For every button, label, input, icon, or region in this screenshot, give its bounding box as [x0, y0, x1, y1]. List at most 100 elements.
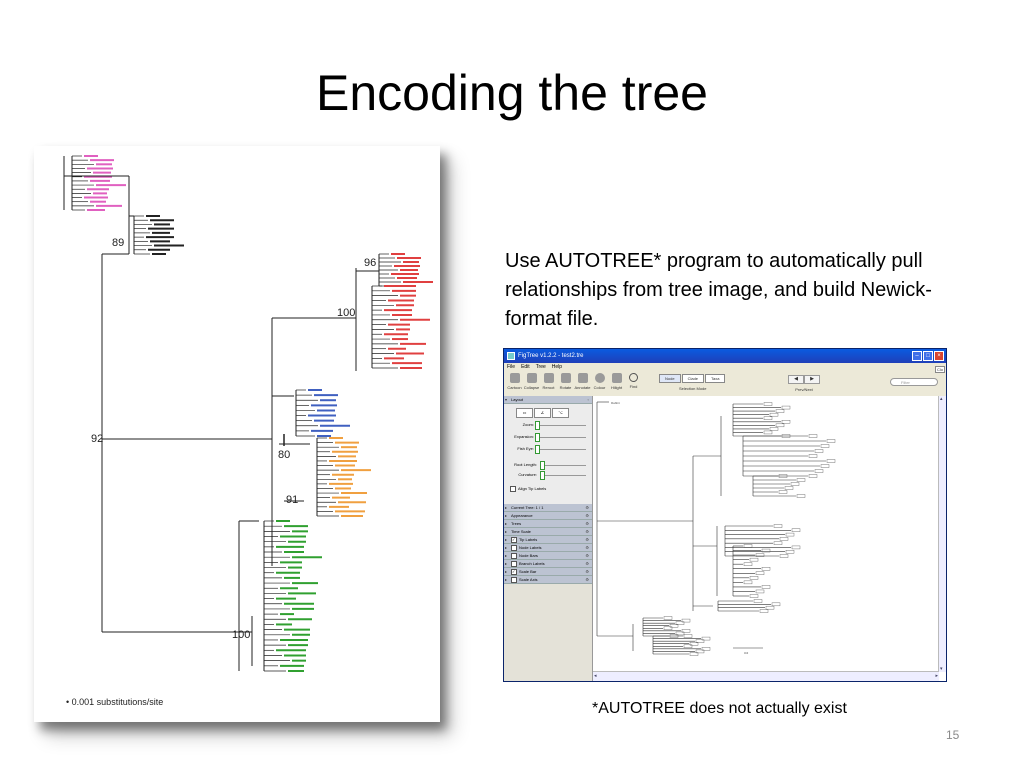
figtree-tip-8 — [681, 618, 691, 623]
support-label-4: 80 — [278, 449, 290, 461]
root-length-slider[interactable]: Root Length: — [504, 460, 592, 470]
section-checkbox[interactable] — [511, 544, 517, 551]
horizontal-scrollbar[interactable]: ◂▸ — [593, 671, 939, 681]
figtree-tip-101 — [791, 528, 801, 532]
scroll-up-icon[interactable]: ▴ — [940, 396, 943, 402]
figtree-tip-58 — [769, 427, 779, 431]
mode-clade[interactable]: Clade — [681, 374, 705, 383]
maximize-icon[interactable]: □ — [923, 351, 933, 361]
figtree-tip-94 — [796, 494, 806, 498]
minimize-icon[interactable]: – — [912, 351, 922, 361]
cartoon-button[interactable]: Cartoon — [506, 371, 523, 390]
zoom-slider[interactable]: Zoom: — [504, 420, 592, 430]
annotate-button[interactable]: Annotate — [574, 371, 591, 390]
section-label: Tip Labels — [519, 537, 538, 542]
menu-file[interactable]: File — [507, 364, 516, 370]
curvature-knob[interactable] — [540, 471, 545, 480]
expansion-knob[interactable] — [535, 433, 540, 442]
menu-bar: File Edit Tree Help — [504, 363, 946, 371]
section-checkbox[interactable] — [511, 560, 517, 567]
colour-button[interactable]: Colour — [591, 371, 608, 390]
section-appearance[interactable]: Appearance ⚙ — [504, 512, 592, 520]
next-arrow-icon[interactable]: ▶ — [804, 375, 820, 384]
align-tip-labels[interactable]: Align Tip Labels — [510, 486, 546, 492]
figtree-tip-35 — [695, 649, 705, 654]
colour-icon — [594, 373, 605, 383]
collapse-label: Collapse — [523, 385, 540, 390]
gear-icon[interactable]: ⚙ — [585, 553, 589, 558]
layout-header[interactable]: Layout▫ — [504, 396, 592, 404]
prev-next-caption: Prev/Next — [795, 387, 813, 392]
align-label: Align Tip Labels — [518, 486, 547, 492]
figtree-tip-50 — [769, 412, 779, 417]
curvature-label: Curvature: — [518, 472, 537, 477]
gear-icon[interactable]: ⚙ — [585, 529, 589, 534]
hilight-button[interactable]: Hilight — [608, 371, 625, 390]
section-scale-bar[interactable]: ✓Scale Bar⚙ — [504, 568, 592, 576]
menu-edit[interactable]: Edit — [521, 364, 530, 370]
root-label: Rabbit — [611, 401, 620, 405]
figtree-tip-23 — [683, 634, 693, 638]
section-branch-labels[interactable]: Branch Labels⚙ — [504, 560, 592, 568]
section-checkbox[interactable] — [511, 552, 517, 559]
scale-label-text: 0.001 substitutions/site — [71, 697, 164, 707]
mode-taxa[interactable]: Taxa — [705, 374, 726, 383]
prev-arrow-icon[interactable]: ◀ — [788, 375, 804, 384]
scroll-right-icon[interactable]: ▸ — [935, 673, 938, 679]
close-icon[interactable]: × — [934, 351, 944, 361]
figtree-tip-54 — [781, 420, 791, 424]
gear-icon[interactable]: ⚙ — [585, 561, 589, 566]
collapse-button[interactable]: Collapse — [523, 371, 540, 390]
fisheye-slider[interactable]: Fish Eye: — [504, 444, 592, 454]
section-checkbox[interactable]: ✓ — [511, 536, 517, 543]
figtree-tip-126 — [761, 567, 771, 571]
gear-icon[interactable]: ⚙ — [585, 569, 589, 574]
fisheye-knob[interactable] — [535, 445, 540, 454]
filter-input[interactable]: Filter — [890, 378, 938, 386]
reroot-button[interactable]: Reroot — [540, 371, 557, 390]
rectangular-layout-icon[interactable]: ▭ — [516, 408, 533, 418]
section-trees[interactable]: Trees⚙ — [504, 520, 592, 528]
pin-icon[interactable]: ▫ — [587, 397, 589, 402]
section-time-scale[interactable]: Time Scale⚙ — [504, 528, 592, 536]
section-label: Appearance — [511, 513, 533, 518]
section-current-tree-1-1[interactable]: Current Tree: 1 / 1⚙ — [504, 504, 592, 512]
expansion-slider[interactable]: Expansion: — [504, 432, 592, 442]
figtree-tip-44 — [763, 402, 773, 406]
rotate-button[interactable]: Rotate — [557, 371, 574, 390]
menu-tree[interactable]: Tree — [535, 364, 546, 370]
gear-icon[interactable]: ⚙ — [585, 513, 589, 518]
cartoon-icon — [509, 373, 520, 383]
section-tip-labels[interactable]: ✓Tip Labels ⚙ — [504, 536, 592, 544]
find-label: Find — [629, 384, 638, 389]
section-node-labels[interactable]: Node Labels⚙ — [504, 544, 592, 552]
root-length-knob[interactable] — [540, 461, 545, 470]
figtree-tip-132 — [743, 580, 753, 585]
gear-icon[interactable]: ⚙ — [585, 505, 589, 510]
gear-icon[interactable]: ⚙ — [585, 521, 589, 526]
support-label-0: 89 — [112, 237, 124, 249]
scroll-left-icon[interactable]: ◂ — [594, 673, 597, 679]
section-checkbox[interactable] — [511, 576, 517, 583]
gear-icon[interactable]: ⚙ — [585, 577, 589, 582]
scroll-down-icon[interactable]: ▾ — [940, 666, 943, 672]
figtree-tip-122 — [749, 557, 759, 562]
curvature-slider[interactable]: Curvature: — [504, 470, 592, 480]
section-scale-axis[interactable]: Scale Axis⚙ — [504, 576, 592, 584]
figtree-tip-130 — [749, 576, 759, 580]
mode-node[interactable]: Node — [659, 374, 681, 383]
align-checkbox[interactable] — [510, 486, 516, 492]
gear-icon[interactable]: ⚙ — [585, 537, 589, 542]
section-node-bars[interactable]: Node Bars⚙ — [504, 552, 592, 560]
section-checkbox[interactable]: ✓ — [511, 568, 517, 575]
zoom-knob[interactable] — [535, 421, 540, 430]
panel-sections: Current Tree: 1 / 1⚙Appearance⚙Trees⚙Tim… — [504, 504, 592, 584]
figtree-tip-65 — [808, 434, 818, 438]
polar-layout-icon[interactable]: ∠ — [534, 408, 551, 418]
gear-icon[interactable]: ⚙ — [585, 545, 589, 550]
vertical-scrollbar[interactable]: ▴▾ — [938, 396, 946, 672]
menu-help[interactable]: Help — [551, 364, 563, 370]
find-button[interactable]: Find — [625, 371, 642, 389]
radial-layout-icon[interactable]: ⌥ — [552, 408, 569, 418]
